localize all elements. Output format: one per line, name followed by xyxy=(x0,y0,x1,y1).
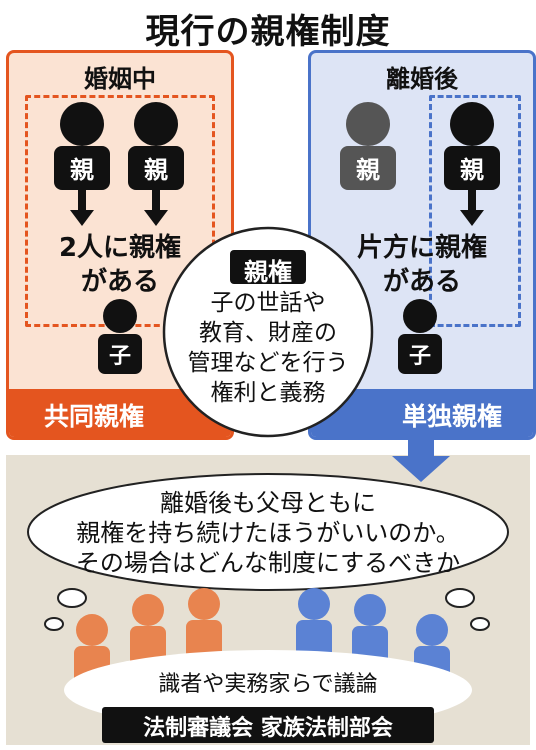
council-label: 法制審議会 家族法制部会 xyxy=(143,716,393,741)
definition-badge-label: 親権 xyxy=(244,258,292,286)
left-child-figure xyxy=(98,299,142,374)
definition-circle xyxy=(162,226,374,438)
definition-line4: 権利と義務 xyxy=(210,380,326,406)
sole-custody-label: 単独親権 xyxy=(401,402,502,431)
discussion-label: 識者や実務家らで議論 xyxy=(158,672,378,697)
thought-line3: その場合はどんな制度にするべきか xyxy=(75,549,461,577)
divorced-statement-line2: がある xyxy=(382,267,461,297)
married-statement-line2: がある xyxy=(80,267,159,297)
left-arrow-1 xyxy=(70,190,94,226)
sole-custody-bar: 単独親権 xyxy=(311,389,533,437)
right-child-label: 子 xyxy=(408,344,431,369)
married-statement-line1: 2人に親権 xyxy=(58,233,182,263)
definition-line1: 子の世話や xyxy=(210,290,326,316)
definition-line2: 教育、財産の xyxy=(199,320,337,346)
left-parent-figure-2 xyxy=(128,102,184,190)
definition-line3: 管理などを行う xyxy=(187,350,349,376)
down-arrow xyxy=(392,436,450,482)
right-child-figure xyxy=(398,299,442,374)
thought-bubble xyxy=(27,473,509,631)
joint-custody-label: 共同親権 xyxy=(43,402,144,431)
page-title: 現行の親権制度 xyxy=(145,12,391,52)
right-parent-label-2: 親 xyxy=(460,156,484,184)
right-parent-label-1: 親 xyxy=(356,156,380,184)
thought-line1: 離婚後も父母ともに xyxy=(160,489,376,517)
left-parent-label-1: 親 xyxy=(70,156,94,184)
left-parent-label-2: 親 xyxy=(144,156,168,184)
divorced-panel-header: 離婚後 xyxy=(386,65,458,93)
married-panel-header: 婚姻中 xyxy=(84,65,156,93)
divorced-parent-frame xyxy=(429,95,521,327)
right-parent-figure-gray xyxy=(340,102,396,190)
right-arrow xyxy=(460,190,484,226)
left-child-label: 子 xyxy=(108,344,131,369)
thought-line2: 親権を持ち続けたほうがいいのか。 xyxy=(76,519,460,547)
council-bar xyxy=(102,707,434,743)
divorced-statement-line1: 片方に親権 xyxy=(356,233,487,263)
definition-badge xyxy=(230,250,306,284)
right-parent-figure-custody xyxy=(444,102,500,190)
left-parent-figure-1 xyxy=(54,102,110,190)
left-arrow-2 xyxy=(144,190,168,226)
